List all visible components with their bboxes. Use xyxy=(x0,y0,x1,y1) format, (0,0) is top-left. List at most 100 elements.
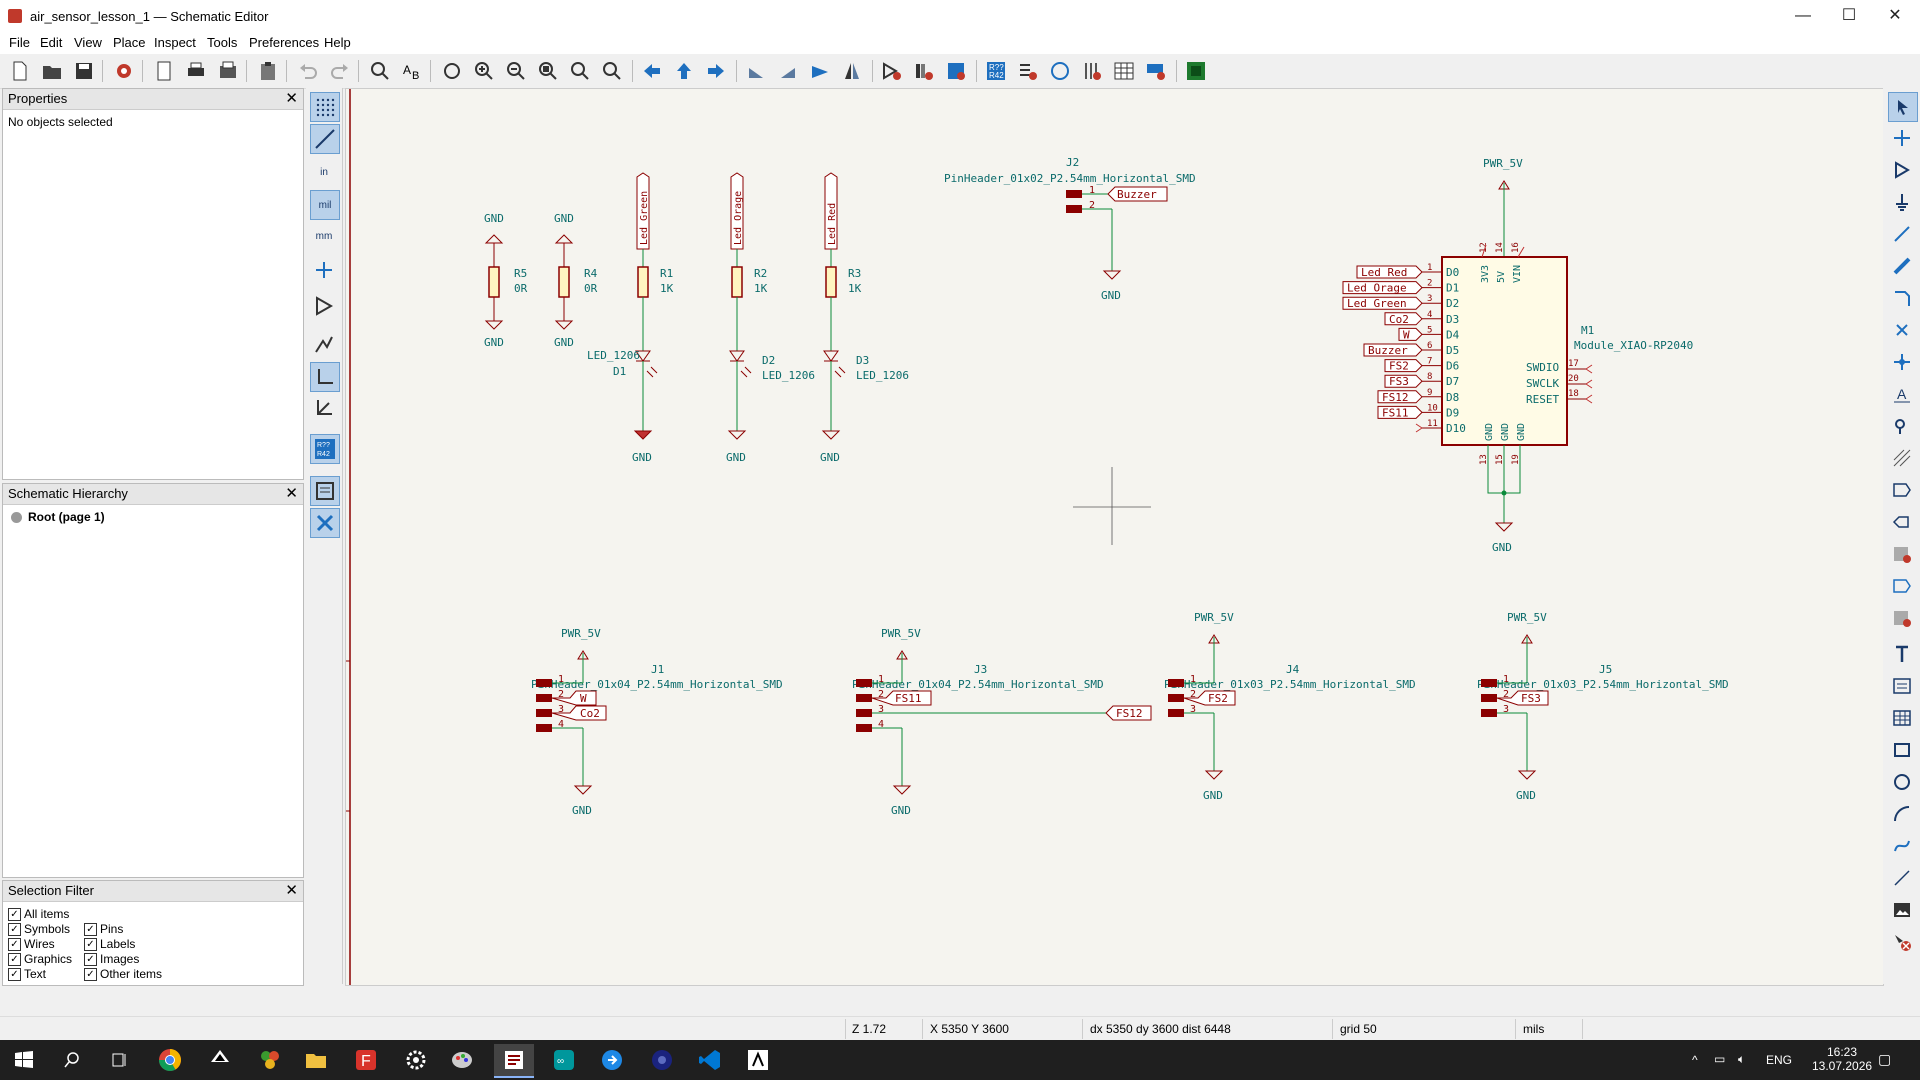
checkbox-icon[interactable]: ✓ xyxy=(8,907,21,921)
add-wire-icon[interactable] xyxy=(1888,220,1916,248)
simulator-icon[interactable] xyxy=(1048,59,1072,83)
add-text-icon[interactable] xyxy=(1888,640,1916,668)
open-folder-icon[interactable] xyxy=(40,59,64,83)
bus-definitions-icon[interactable] xyxy=(1080,59,1104,83)
notifications-icon[interactable]: ▢ xyxy=(1878,1051,1892,1067)
page-settings-icon[interactable] xyxy=(152,59,176,83)
line-mode-90-icon[interactable] xyxy=(310,362,340,392)
symbol-library-icon[interactable] xyxy=(912,59,936,83)
add-sheet-icon[interactable] xyxy=(1888,540,1916,568)
highlight-net-icon[interactable] xyxy=(1888,124,1916,152)
vscode-icon[interactable] xyxy=(690,1044,730,1076)
filter-images[interactable]: ✓Images xyxy=(84,952,139,966)
add-hier-label-icon[interactable] xyxy=(1888,508,1916,536)
tray-chevron-icon[interactable]: ^ xyxy=(1692,1053,1698,1067)
hidden-pins-icon[interactable] xyxy=(310,292,338,320)
paste-icon[interactable] xyxy=(256,59,280,83)
line-mode-free-icon[interactable] xyxy=(310,330,338,358)
arduino-icon[interactable]: ∞ xyxy=(544,1044,584,1076)
connector-j1[interactable]: PWR_5V J1 PinHeader_01x04_P2.54mm_Horizo… xyxy=(531,627,783,817)
add-line-icon[interactable] xyxy=(1888,864,1916,892)
clock[interactable]: 16:23 13.07.2026 xyxy=(1812,1045,1872,1073)
checkbox-icon[interactable]: ✓ xyxy=(84,967,97,981)
checkbox-icon[interactable]: ✓ xyxy=(84,952,97,966)
checkbox-icon[interactable]: ✓ xyxy=(84,937,97,951)
rotate-cw-icon[interactable] xyxy=(776,59,800,83)
print-icon[interactable] xyxy=(184,59,208,83)
task-view-icon[interactable] xyxy=(100,1044,140,1076)
refresh-icon[interactable] xyxy=(440,59,464,83)
filter-all-items[interactable]: ✓All items xyxy=(8,907,69,921)
add-label-icon[interactable]: A xyxy=(1888,380,1916,408)
bom-icon[interactable] xyxy=(1144,59,1168,83)
units-mils-button[interactable]: mil xyxy=(310,190,340,220)
menu-view[interactable]: View xyxy=(74,35,102,50)
connector-j2[interactable]: J2 PinHeader_01x02_P2.54mm_Horizontal_SM… xyxy=(944,156,1196,302)
line-mode-45-icon[interactable] xyxy=(310,394,338,422)
led-branch-green[interactable]: Led_Green R1 1K LED_1206 D1 GND xyxy=(587,172,674,464)
save-icon[interactable] xyxy=(72,59,96,83)
kicad-schematic-taskbar-icon[interactable] xyxy=(494,1044,534,1078)
resistor-r5[interactable]: GND GND R5 0R xyxy=(484,212,528,349)
footprint-assign-icon[interactable] xyxy=(944,59,968,83)
no-connect-icon[interactable] xyxy=(1888,316,1916,344)
filter-wires[interactable]: ✓Wires xyxy=(8,937,55,951)
cursor-crosshair-icon[interactable] xyxy=(310,256,338,284)
close-icon[interactable]: ✕ xyxy=(285,485,298,502)
add-global-label-icon[interactable] xyxy=(1888,476,1916,504)
paint-palette-icon[interactable] xyxy=(442,1044,482,1076)
grid-toggle-icon[interactable] xyxy=(310,92,340,122)
app-dark-circle-icon[interactable] xyxy=(642,1044,682,1076)
zoom-selection-icon[interactable] xyxy=(600,59,624,83)
schematic-canvas[interactable]: A B GND GND R5 0R GND GND R4 0R xyxy=(345,88,1884,986)
close-button[interactable]: ✕ xyxy=(1888,7,1902,24)
file-explorer-icon[interactable] xyxy=(296,1044,336,1076)
add-power-icon[interactable] xyxy=(1888,188,1916,216)
navigate-back-icon[interactable] xyxy=(640,59,664,83)
minimize-button[interactable]: — xyxy=(1795,7,1811,24)
start-windows-icon[interactable] xyxy=(4,1044,44,1076)
close-icon[interactable]: ✕ xyxy=(285,882,298,899)
bus-entry-icon[interactable] xyxy=(1888,284,1916,312)
resistor-r4[interactable]: GND GND R4 0R xyxy=(554,212,598,349)
filter-symbols[interactable]: ✓Symbols xyxy=(8,922,70,936)
add-bus-icon[interactable] xyxy=(1888,252,1916,280)
led-branch-orange[interactable]: Led_Orage R2 1K D2 LED_1206 GND xyxy=(726,172,815,464)
filter-graphics[interactable]: ✓Graphics xyxy=(8,952,72,966)
hierarchy-panel-toggle-icon[interactable] xyxy=(310,476,340,506)
chrome-icon[interactable] xyxy=(150,1044,190,1076)
schematic-setup-icon[interactable] xyxy=(112,59,136,83)
redo-icon[interactable] xyxy=(328,59,352,83)
checkbox-icon[interactable]: ✓ xyxy=(8,967,21,981)
zoom-in-icon[interactable] xyxy=(472,59,496,83)
add-image-icon[interactable] xyxy=(1888,896,1916,924)
mirror-horizontal-icon[interactable] xyxy=(808,59,832,83)
checkbox-icon[interactable]: ✓ xyxy=(8,952,21,966)
network-icon[interactable]: ▭ xyxy=(1714,1052,1726,1066)
search-icon[interactable] xyxy=(52,1044,92,1076)
settings-gear-icon[interactable] xyxy=(396,1044,436,1076)
find-icon[interactable] xyxy=(368,59,392,83)
close-icon[interactable]: ✕ xyxy=(285,90,298,107)
add-textbox-icon[interactable] xyxy=(1888,672,1916,700)
led-branch-red[interactable]: Led_Red R3 1K D3 LED_1206 GND xyxy=(820,172,909,464)
hierarchy-root-item[interactable]: Root (page 1) xyxy=(11,510,105,524)
add-arc-icon[interactable] xyxy=(1888,800,1916,828)
module-m1-xiao-rp2040[interactable]: PWR_5V 3V3 5V VIN 12 14 16 M1 Module_XIA… xyxy=(1342,157,1693,554)
erc-icon[interactable] xyxy=(1016,59,1040,83)
maximize-button[interactable]: ☐ xyxy=(1841,7,1857,24)
menu-place[interactable]: Place xyxy=(113,35,146,50)
add-symbol-icon[interactable] xyxy=(1888,156,1916,184)
zoom-out-icon[interactable] xyxy=(504,59,528,83)
grid-overrides-icon[interactable] xyxy=(310,124,340,154)
menu-help[interactable]: Help xyxy=(324,35,351,50)
add-netclass-icon[interactable] xyxy=(1888,412,1916,440)
keyboard-language[interactable]: ENG xyxy=(1766,1053,1793,1067)
symbol-editor-icon[interactable] xyxy=(880,59,904,83)
checkbox-icon[interactable]: ✓ xyxy=(8,937,21,951)
fields-table-icon[interactable] xyxy=(1112,59,1136,83)
delete-tool-icon[interactable] xyxy=(1888,928,1916,956)
menu-tools[interactable]: Tools xyxy=(207,35,238,50)
units-inches-button[interactable]: in xyxy=(320,166,328,178)
